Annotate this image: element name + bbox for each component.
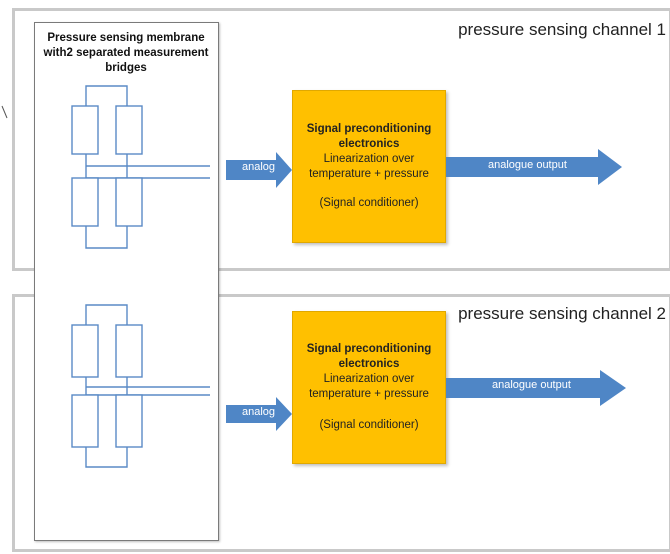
analogue-output-arrow-2: [446, 370, 626, 406]
analog-input-label-1: analog: [242, 161, 276, 173]
resistor: [115, 105, 143, 155]
measurement-bridge-2: [71, 304, 210, 468]
box-description: Linearization over temperature + pressur…: [309, 373, 429, 400]
channel-2-label: pressure sensing channel 2: [458, 304, 666, 323]
box-title: Signal preconditioning electronics: [306, 343, 432, 370]
resistor: [71, 394, 99, 448]
signal-conditioner-box-1: Signal preconditioning electronics Linea…: [292, 90, 446, 243]
analogue-output-label-1: analogue output: [488, 159, 567, 171]
bridge-top-wire: [85, 85, 128, 106]
bridge-bottom-wire: [85, 447, 128, 468]
resistor: [71, 324, 99, 378]
box-subtitle: (Signal conditioner): [319, 197, 419, 209]
box-description: Linearization over temperature + pressur…: [309, 153, 429, 180]
measurement-bridge-1: [71, 85, 210, 249]
analog-input-arrow-2: [226, 397, 292, 431]
analog-input-arrow-1: [226, 152, 292, 188]
analogue-output-label-2: analogue output: [492, 379, 571, 391]
analogue-output-arrow-1: [446, 149, 622, 185]
bridge-top-wire: [85, 304, 128, 325]
resistor: [71, 177, 99, 227]
bridge-bottom-wire: [85, 226, 128, 249]
box-title: Signal preconditioning electronics: [306, 123, 432, 150]
channel-1-label: pressure sensing channel 1: [458, 20, 666, 39]
resistor: [71, 105, 99, 155]
analog-input-label-2: analog: [242, 406, 276, 418]
box-subtitle: (Signal conditioner): [319, 419, 419, 431]
resistor: [115, 177, 143, 227]
resistor: [115, 394, 143, 448]
signal-conditioner-box-2: Signal preconditioning electronics Linea…: [292, 311, 446, 464]
membrane-title: Pressure sensing membrane with2 separate…: [43, 32, 209, 74]
resistor: [115, 324, 143, 378]
edge-mark: [1, 105, 8, 119]
